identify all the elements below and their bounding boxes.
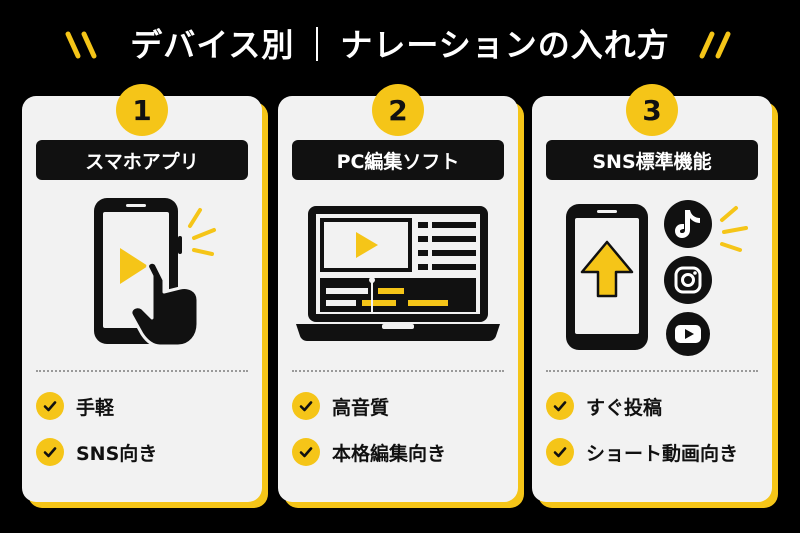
card-sns-builtin: 3 SNS標準機能 bbox=[532, 84, 778, 508]
check-icon bbox=[546, 438, 574, 466]
accent-slash-right-icon bbox=[699, 31, 731, 59]
feature-item: 高音質 bbox=[292, 390, 389, 422]
card-body: 3 SNS標準機能 bbox=[532, 84, 772, 502]
feature-item: すぐ投稿 bbox=[546, 390, 662, 422]
card-body: 2 PC編集ソフト bbox=[278, 84, 518, 502]
video-preview-icon bbox=[320, 218, 412, 272]
tiktok-icon bbox=[664, 200, 712, 248]
check-icon bbox=[292, 392, 320, 420]
feature-item: 手軽 bbox=[36, 390, 114, 422]
card-label: PC編集ソフト bbox=[292, 140, 504, 180]
title-divider bbox=[316, 27, 319, 61]
feature-item: SNS向き bbox=[36, 436, 157, 468]
card-divider bbox=[292, 370, 504, 372]
feature-text: 本格編集向き bbox=[332, 442, 447, 465]
card-number-badge: 1 bbox=[116, 84, 168, 136]
card-number-badge: 2 bbox=[372, 84, 424, 136]
card-number-badge: 3 bbox=[626, 84, 678, 136]
feature-text: ショート動画向き bbox=[586, 442, 739, 465]
feature-text: SNS向き bbox=[76, 442, 158, 465]
check-icon bbox=[36, 438, 64, 466]
card-label: SNS標準機能 bbox=[546, 140, 758, 180]
header: デバイス別 ナレーションの入れ方 bbox=[0, 0, 800, 88]
laptop-illustration bbox=[296, 206, 500, 341]
timeline-icon bbox=[320, 277, 476, 312]
feature-item: 本格編集向き bbox=[292, 436, 446, 468]
pointing-hand-icon bbox=[129, 260, 200, 348]
card-divider bbox=[546, 370, 758, 372]
feature-item: ショート動画向き bbox=[546, 436, 738, 468]
upload-arrow-icon bbox=[580, 240, 634, 298]
card-body: 1 スマホアプリ 手軽 bbox=[22, 84, 262, 502]
check-icon bbox=[546, 392, 574, 420]
card-divider bbox=[36, 370, 248, 372]
sparkle-lines-icon bbox=[720, 206, 748, 252]
instagram-icon bbox=[664, 256, 712, 304]
card-smartphone-app: 1 スマホアプリ 手軽 bbox=[22, 84, 268, 508]
sparkle-lines-icon bbox=[188, 208, 216, 256]
play-icon bbox=[120, 248, 148, 284]
side-panel-lines bbox=[418, 222, 476, 270]
feature-text: 手軽 bbox=[76, 396, 115, 419]
card-label: スマホアプリ bbox=[36, 140, 248, 180]
feature-text: 高音質 bbox=[332, 396, 390, 419]
title-right: ナレーションの入れ方 bbox=[340, 26, 670, 64]
youtube-icon bbox=[666, 312, 710, 356]
check-icon bbox=[36, 392, 64, 420]
feature-text: すぐ投稿 bbox=[586, 396, 663, 419]
check-icon bbox=[292, 438, 320, 466]
page-title: デバイス別 ナレーションの入れ方 bbox=[130, 20, 669, 66]
smartphone-illustration bbox=[94, 198, 216, 348]
title-left: デバイス別 bbox=[130, 26, 295, 64]
accent-slash-left-icon bbox=[65, 31, 97, 59]
card-pc-software: 2 PC編集ソフト bbox=[278, 84, 524, 508]
sns-illustration bbox=[566, 200, 748, 356]
